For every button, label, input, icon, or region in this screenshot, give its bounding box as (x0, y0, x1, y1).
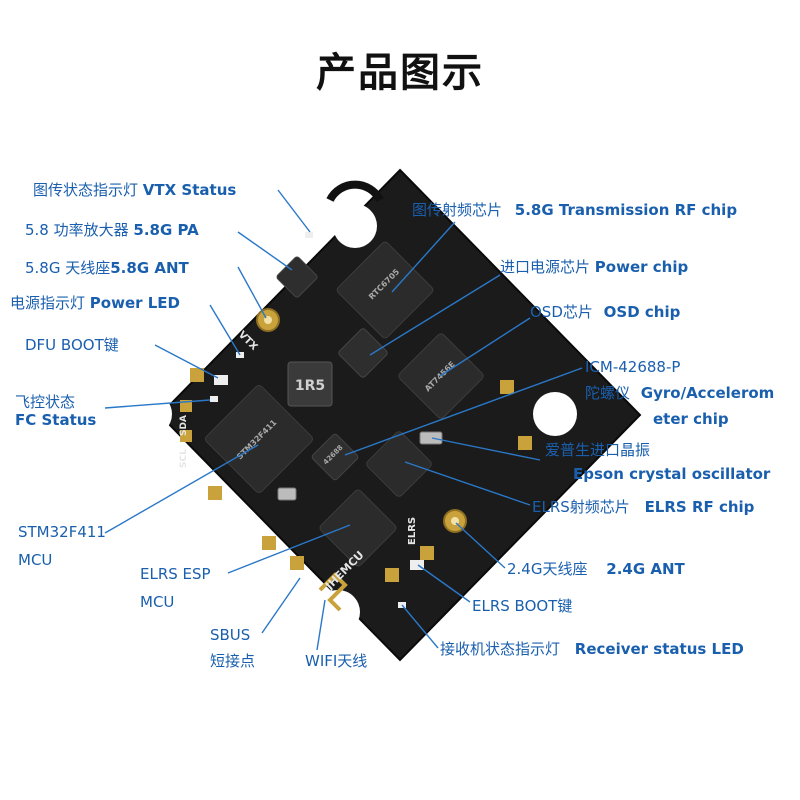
label-elrs-boot-text: ELRS BOOT键 (472, 597, 573, 615)
elrs-rf-chip (366, 431, 432, 497)
label-ant24-en: 2.4G ANT (606, 560, 685, 578)
label-pa: 5.8 功率放大器 5.8G PA (25, 221, 199, 239)
label-sbus-line2: 短接点 (210, 652, 256, 670)
label-dfu: DFU BOOT键 (25, 336, 119, 354)
vtx-status-led (305, 232, 313, 238)
svg-text:1R5: 1R5 (295, 378, 325, 394)
label-pa-en: 5.8G PA (133, 221, 199, 239)
mount-hole-bottom (316, 590, 360, 634)
label-vtx-rf: 图传射频芯片 5.8G Transmission RF chip (412, 201, 737, 219)
label-elrs-rf: ELRS射频芯片 ELRS RF chip (532, 498, 754, 516)
pcb-board (128, 168, 642, 662)
label-fc-status: 飞控状态 FC Status (15, 393, 96, 429)
label-rx-led-en: Receiver status LED (574, 640, 744, 658)
label-mcu-line2: MCU (18, 551, 53, 569)
label-vtx-rf-en: 5.8G Transmission RF chip (514, 201, 738, 219)
page-title: 产品图示 (316, 50, 484, 96)
label-elrs-boot: ELRS BOOT键 (472, 597, 572, 615)
label-fc-status-cn: 飞控状态 (15, 393, 76, 411)
label-power-led-cn: 电源指示灯 (10, 294, 86, 312)
label-elrs-rf-cn: ELRS射频芯片 (532, 498, 630, 516)
label-elrs-rf-en: ELRS RF chip (644, 498, 755, 516)
label-ant58-en: 5.8G ANT (110, 259, 189, 277)
label-power-chip-cn: 进口电源芯片 (500, 258, 591, 276)
label-ant58: 5.8G 天线座5.8G ANT (25, 259, 189, 277)
silk-elrs: ELRS (407, 517, 418, 545)
label-vtx-rf-cn: 图传射频芯片 (412, 201, 503, 219)
mount-hole-right (533, 392, 577, 436)
label-power-led-en: Power LED (89, 294, 181, 312)
vtx-rf-chip (336, 241, 434, 339)
label-crystal-cn: 爱普生进口晶振 (545, 441, 651, 459)
label-mcu: STM32F411 MCU (18, 518, 106, 574)
label-osd: OSD芯片 OSD chip (530, 303, 680, 321)
label-gyro-line2-en: Gyro/Accelerom (640, 384, 775, 402)
label-vtx-status: 图传状态指示灯 VTX Status (33, 181, 236, 199)
power-chip (338, 328, 388, 378)
label-wifi: WIFI天线 (305, 652, 367, 670)
connectors (180, 232, 532, 612)
label-crystal-en: Epson crystal oscillator (573, 465, 771, 483)
dfu-boot-button (214, 375, 228, 385)
elrs-boot-button (410, 560, 424, 570)
wifi-antenna-trace (318, 572, 348, 612)
label-sbus: SBUS 短接点 (210, 622, 255, 674)
label-wifi-text: WIFI天线 (305, 652, 368, 670)
label-ant24-cn: 2.4G天线座 (507, 560, 588, 578)
inductor (287, 361, 333, 407)
esp-chip (319, 489, 397, 567)
mount-hole-top (333, 204, 377, 248)
crystal-mcu (277, 487, 297, 501)
label-power-chip: 进口电源芯片 Power chip (500, 258, 688, 276)
label-vtx-status-cn: 图传状态指示灯 (33, 181, 139, 199)
label-rx-led: 接收机状态指示灯 Receiver status LED (440, 640, 744, 658)
label-osd-cn: OSD芯片 (530, 303, 593, 321)
label-elrs-esp: ELRS ESP MCU (140, 560, 211, 616)
label-elrs-esp-line1: ELRS ESP (140, 565, 211, 583)
label-gyro-line3-en: eter chip (653, 410, 729, 428)
fc-status-led (210, 396, 218, 402)
label-vtx-status-en: VTX Status (142, 181, 237, 199)
mcu-chip (205, 385, 313, 493)
silk-sda: SDA (179, 415, 189, 436)
label-gyro-line1: ICM-42688-P (585, 358, 681, 376)
label-pa-cn: 5.8 功率放大器 (25, 221, 129, 239)
silk-scl: SCL (179, 449, 189, 468)
label-ant58-cn: 5.8G 天线座 (25, 259, 111, 277)
label-sbus-line1: SBUS (210, 626, 251, 644)
label-gyro: ICM-42688-P 陀螺仪 Gyro/Accelerom eter chip (585, 354, 774, 432)
mount-hole-left (128, 392, 172, 436)
label-osd-en: OSD chip (603, 303, 681, 321)
label-fc-status-en: FC Status (15, 411, 97, 429)
label-power-led: 电源指示灯 Power LED (10, 294, 180, 312)
label-elrs-esp-line2: MCU (140, 593, 175, 611)
label-power-chip-en: Power chip (594, 258, 689, 276)
label-gyro-line2-cn: 陀螺仪 (585, 384, 631, 402)
label-crystal: 爱普生进口晶振 Epson crystal oscillator (545, 438, 770, 486)
label-mcu-line1: STM32F411 (18, 523, 106, 541)
label-rx-led-cn: 接收机状态指示灯 (440, 640, 561, 658)
crystal-oscillator (419, 431, 443, 445)
label-dfu-cn: DFU BOOT键 (25, 336, 119, 354)
gyro-chip (311, 433, 359, 481)
label-ant24: 2.4G天线座 2.4G ANT (507, 560, 685, 578)
leader-lines (104, 189, 583, 651)
